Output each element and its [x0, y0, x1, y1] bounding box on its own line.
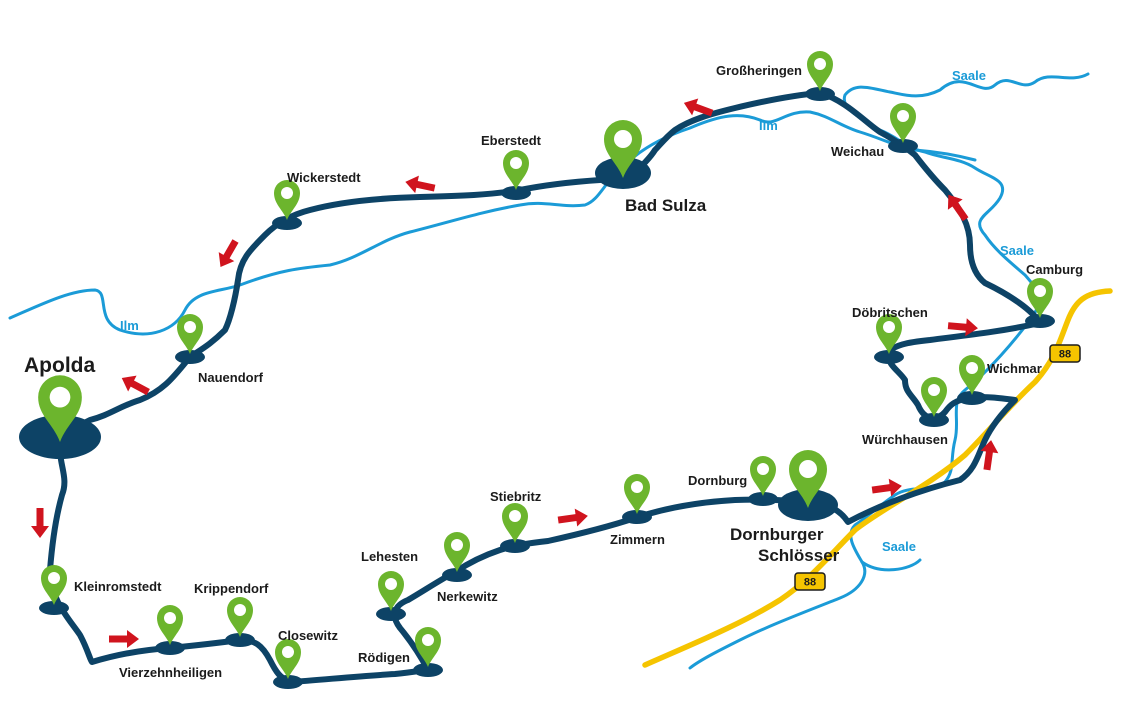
route-stops: [19, 87, 1055, 689]
place-label-camburg: Camburg: [1026, 262, 1083, 277]
place-label-nauendorf: Nauendorf: [198, 370, 264, 385]
place-label-eberstedt: Eberstedt: [481, 133, 542, 148]
place-label-nerkewitz: Nerkewitz: [437, 589, 498, 604]
river-ilm: [8, 110, 977, 336]
river-label-saale: Saale: [1000, 243, 1034, 258]
direction-arrow-icon: [31, 508, 49, 538]
road-b88: [642, 288, 1113, 668]
place-label-apolda: Apolda: [24, 354, 95, 377]
river-saale-lower: [860, 558, 922, 572]
river-label-saale: Saale: [952, 68, 986, 83]
road-label-b88-north: 88: [1059, 349, 1071, 361]
direction-arrow-icon: [870, 477, 904, 499]
map-pin-icon[interactable]: [959, 355, 985, 395]
map-pin-icon[interactable]: [624, 474, 650, 514]
road-label-b88-south: 88: [804, 577, 816, 589]
direction-arrow-icon: [109, 630, 139, 648]
place-label-stiebritz: Stiebritz: [490, 489, 542, 504]
place-label-dornburg: Dornburg: [688, 473, 747, 488]
place-label-closewitz: Closewitz: [278, 628, 338, 643]
place-label-wickerstedt: Wickerstedt: [287, 170, 361, 185]
map-pin-icon[interactable]: [415, 627, 441, 667]
map-pin-icon[interactable]: [41, 565, 67, 605]
place-label-dornburger: Dornburger: [730, 525, 824, 544]
place-label-wuerchhausen: Würchhausen: [862, 432, 948, 447]
place-label-bad-sulza: Bad Sulza: [625, 196, 707, 215]
place-label-weichau: Weichau: [831, 144, 884, 159]
map-pin-icon[interactable]: [503, 150, 529, 190]
place-label-zimmern: Zimmern: [610, 532, 665, 547]
road-shield-icon: 88: [1049, 344, 1081, 363]
place-label-kleinromstedt: Kleinromstedt: [74, 579, 162, 594]
place-label-krippendorf: Krippendorf: [194, 581, 269, 596]
river-label-ilm: Ilm: [759, 118, 778, 133]
direction-arrow-icon: [556, 507, 590, 529]
place-label-lehesten: Lehesten: [361, 549, 418, 564]
place-label-vierzehnheiligen: Vierzehnheiligen: [119, 665, 222, 680]
place-label-schloesser: Schlösser: [758, 546, 840, 565]
map-pin-icon[interactable]: [750, 456, 776, 496]
tour-route: [47, 90, 1043, 685]
river-saale: [688, 72, 1090, 670]
map-pin-icon[interactable]: [502, 503, 528, 543]
place-label-doebritschen: Döbritschen: [852, 305, 928, 320]
map-pin-icon[interactable]: [157, 605, 183, 645]
place-label-grossheringen: Großheringen: [716, 63, 802, 78]
map-pin-icon[interactable]: [807, 51, 833, 91]
place-label-wichmar: Wichmar: [987, 361, 1042, 376]
place-label-roedigen: Rödigen: [358, 650, 410, 665]
road-shield-icon: 88: [794, 572, 826, 591]
direction-arrow-icon: [403, 173, 437, 197]
map-pin-icon[interactable]: [227, 597, 253, 637]
river-label-saale: Saale: [882, 539, 916, 554]
rivers: [8, 72, 1090, 670]
river-label-ilm: Ilm: [120, 318, 139, 333]
